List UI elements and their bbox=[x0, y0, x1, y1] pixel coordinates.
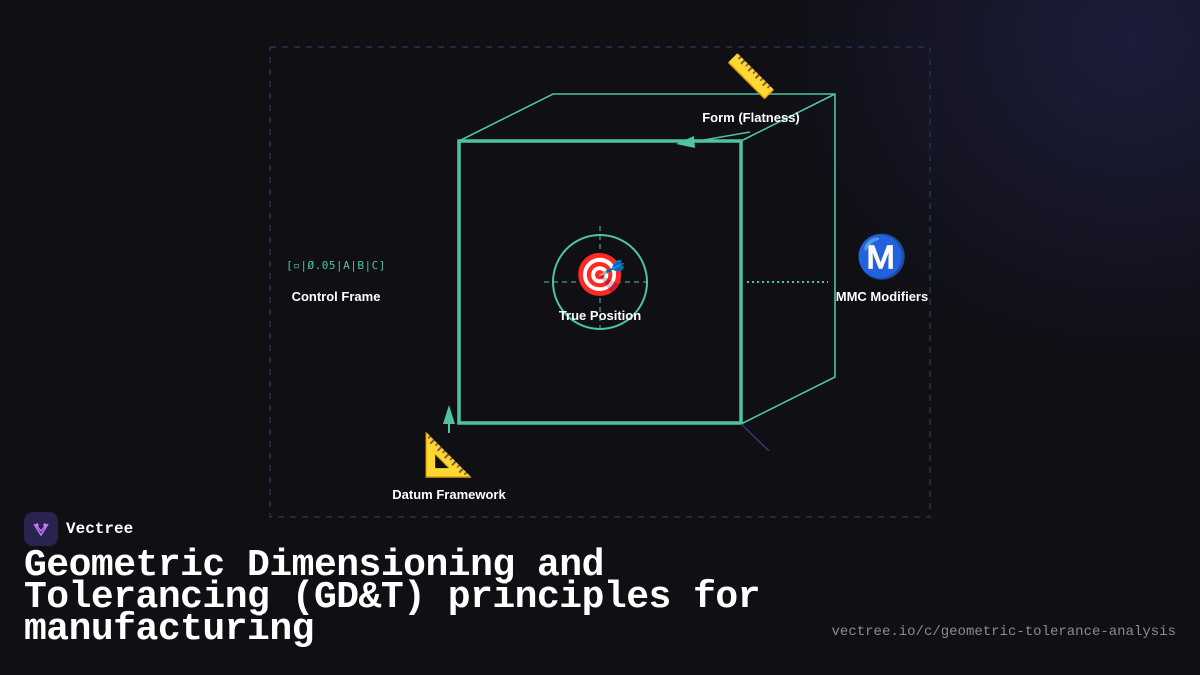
brand-name: Vectree bbox=[66, 520, 134, 538]
mmc-modifiers-label: MMC Modifiers bbox=[835, 289, 929, 304]
vectree-logo-icon bbox=[24, 512, 58, 546]
datum-framework-label: Datum Framework bbox=[392, 487, 506, 502]
ruler-icon: 📏 bbox=[724, 53, 778, 100]
true-position-label: True Position bbox=[558, 308, 642, 323]
outer-dashed-frame bbox=[269, 46, 931, 518]
target-icon: 🎯 bbox=[573, 251, 627, 298]
page-title: Geometric Dimensioning and Tolerancing (… bbox=[24, 544, 761, 651]
flatness-arrowhead bbox=[676, 136, 695, 148]
control-frame-label: Control Frame bbox=[291, 289, 381, 304]
source-url: vectree.io/c/geometric-tolerance-analysi… bbox=[831, 624, 1176, 640]
datum-arrowhead bbox=[443, 405, 455, 424]
brand: Vectree bbox=[24, 512, 133, 546]
cube-front-face bbox=[457, 139, 743, 425]
circled-m-icon: Ⓜ️ bbox=[855, 233, 909, 280]
form-flatness-label: Form (Flatness) bbox=[702, 110, 800, 125]
cube-edge-top-right bbox=[740, 93, 836, 142]
feature-control-frame-text: [▫|Ø.05|A|B|C] bbox=[286, 259, 386, 272]
cube-shadow-line bbox=[740, 423, 770, 452]
cube-back-edges bbox=[458, 93, 836, 425]
triangular-ruler-icon: 📐 bbox=[422, 431, 476, 478]
flatness-leader-line bbox=[691, 131, 751, 143]
